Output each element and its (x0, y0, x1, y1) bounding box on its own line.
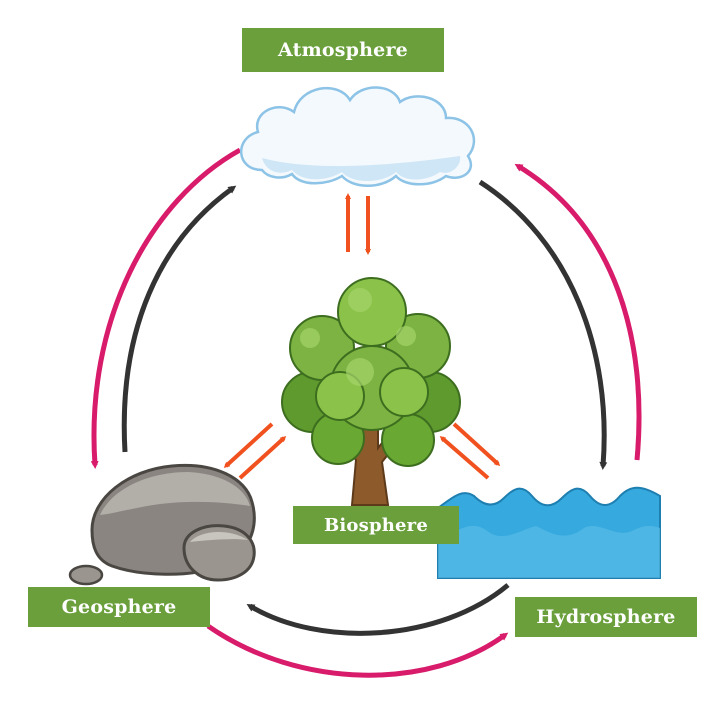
arrow-biosphere-to-hydrosphere (452, 422, 501, 467)
hydrosphere-label: Hydrosphere (515, 597, 697, 637)
arrow-geosphere-to-hydrosphere (206, 623, 509, 678)
water-waves-icon (437, 486, 661, 579)
arrow-geosphere-to-biosphere (238, 435, 287, 480)
arrow-hydrosphere-to-atmosphere (514, 163, 642, 461)
arrow-geosphere-to-atmosphere (121, 185, 237, 453)
biosphere-label: Biosphere (293, 506, 459, 544)
arrow-hydrosphere-to-geosphere (246, 583, 510, 636)
arrow-atmosphere-to-hydrosphere (478, 179, 608, 470)
atmosphere-label: Atmosphere (242, 28, 444, 72)
cloud-icon (240, 86, 476, 187)
exchange-arrows (223, 193, 501, 480)
arrow-atmosphere-to-geosphere (90, 147, 242, 469)
rock-icon (68, 463, 256, 586)
tree-icon (281, 277, 461, 506)
cycle-arrows (90, 147, 642, 678)
geosphere-label: Geosphere (28, 587, 210, 627)
arrow-biosphere-to-geosphere (223, 422, 274, 469)
arrow-hydrosphere-to-biosphere (439, 436, 490, 480)
